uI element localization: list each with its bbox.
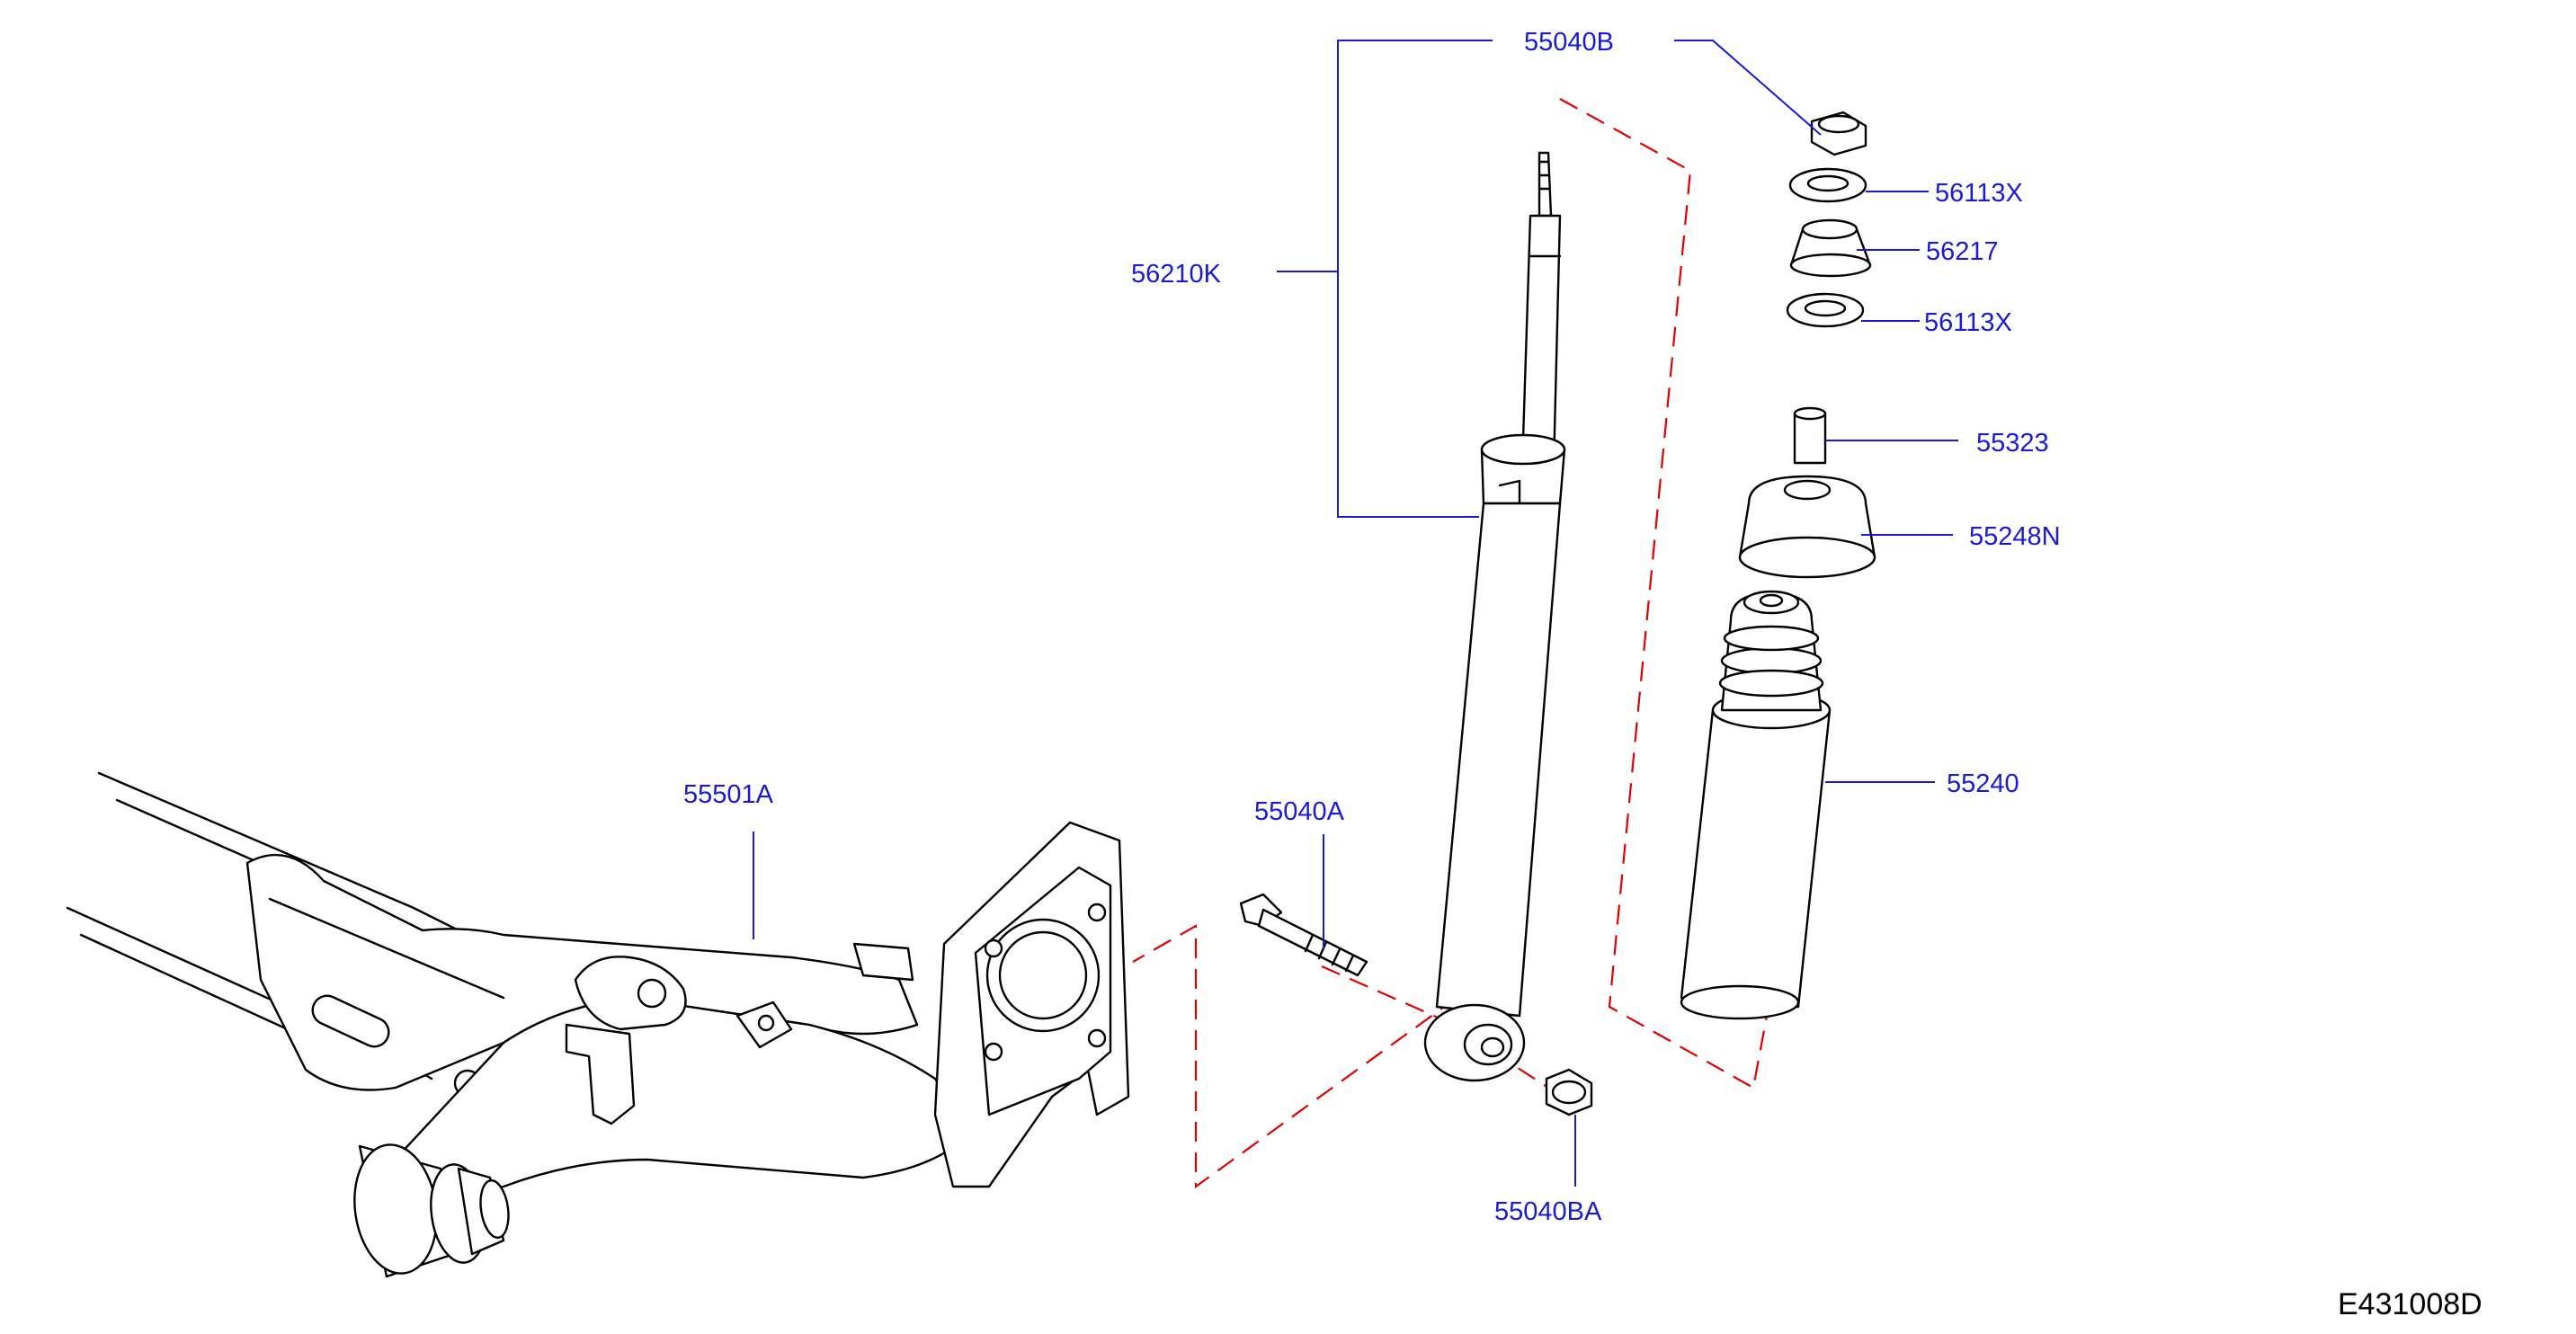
- label-56113X-lower: 56113X: [1924, 308, 2012, 337]
- label-55040BA: 55040BA: [1494, 1197, 1602, 1226]
- rear-axle-beam: [66, 771, 1130, 1278]
- label-55240: 55240: [1947, 769, 2019, 798]
- label-56210K: 56210K: [1131, 260, 1222, 289]
- label-55040B: 55040B: [1524, 28, 1614, 57]
- upper-mount-parts: [1680, 111, 1876, 1020]
- part-labels: 55040B 56210K 56113X 56217 56113X 55323 …: [683, 28, 2482, 1321]
- label-55501A: 55501A: [683, 780, 774, 809]
- diagram-code: E431008D: [2338, 1287, 2482, 1321]
- label-55323: 55323: [1976, 429, 2049, 458]
- shock-absorber: [1423, 151, 1566, 1082]
- label-56217: 56217: [1926, 237, 1999, 266]
- label-56113X-upper: 56113X: [1935, 179, 2023, 208]
- label-55040A: 55040A: [1254, 797, 1345, 826]
- leader-lines: [753, 40, 1958, 1187]
- label-55248N: 55248N: [1969, 522, 2061, 551]
- lower-fasteners: [1239, 893, 1593, 1116]
